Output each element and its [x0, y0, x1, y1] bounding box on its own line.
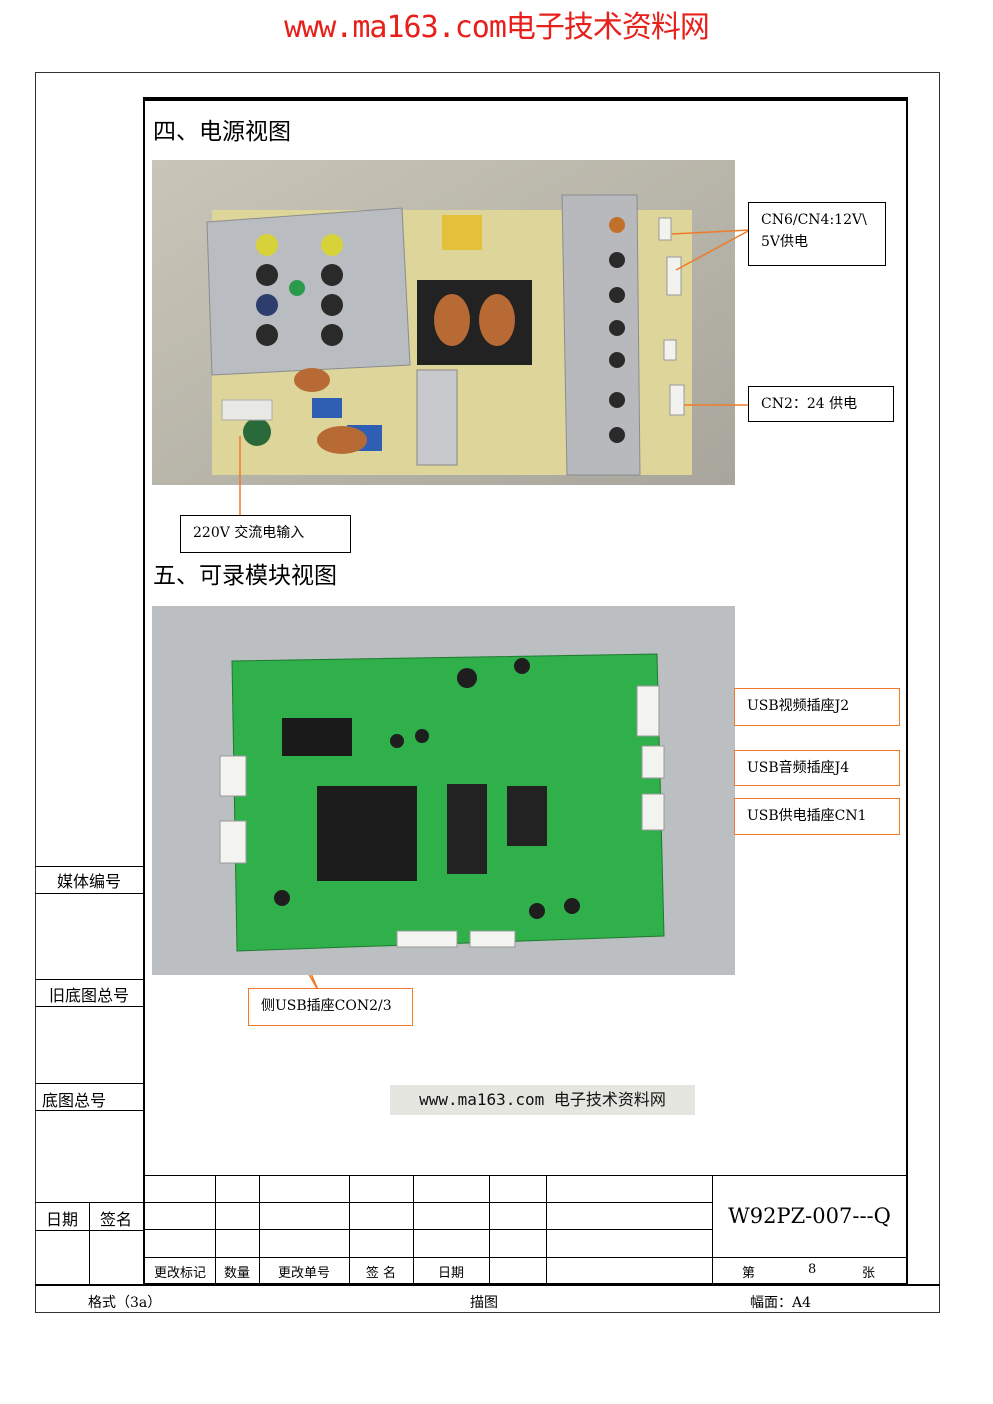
table-line — [712, 1175, 713, 1284]
document-number: W92PZ-007---Q — [728, 1204, 891, 1228]
sheet-number: 8 — [808, 1262, 817, 1277]
power-board-photo — [152, 160, 735, 485]
callout-cn2: CN2：24 供电 — [748, 386, 894, 422]
table-line — [413, 1175, 414, 1284]
divider — [35, 893, 143, 894]
divider — [35, 979, 143, 980]
table-line — [215, 1175, 216, 1284]
table-line — [489, 1175, 490, 1284]
divider — [35, 1006, 143, 1007]
table-line — [145, 1202, 712, 1203]
col-label-change-mark: 更改标记 — [153, 1266, 206, 1281]
outer-frame — [35, 72, 940, 1313]
section-4-title: 四、电源视图 — [153, 119, 291, 145]
divider — [35, 1083, 143, 1084]
sheet-suffix: 张 — [862, 1266, 876, 1281]
recorder-module-photo — [152, 606, 735, 975]
footer-size: 幅面：A4 — [750, 1295, 812, 1311]
col-label-change-no: 更改单号 — [277, 1266, 330, 1281]
divider — [35, 1230, 143, 1231]
callout-side-usb: 侧USB插座CON2/3 — [248, 988, 413, 1026]
table-line — [349, 1175, 350, 1284]
base-no-label: 底图总号 — [42, 1091, 107, 1110]
callout-ac-input: 220V 交流电输入 — [180, 515, 351, 553]
sheet-prefix: 第 — [742, 1266, 756, 1281]
callout-usb-power: USB供电插座CN1 — [734, 798, 900, 835]
table-line — [259, 1175, 260, 1284]
divider — [89, 1202, 90, 1284]
callout-usb-video: USB视频插座J2 — [734, 688, 900, 726]
callout-usb-audio: USB音频插座J4 — [734, 750, 900, 786]
table-line — [145, 1175, 907, 1176]
footer-format: 格式（3a） — [88, 1295, 162, 1311]
old-base-no-label: 旧底图总号 — [48, 986, 129, 1005]
site-header: www.ma163.com电子技术资料网 — [284, 10, 710, 45]
footer-type: 描图 — [470, 1295, 498, 1311]
date-label: 日期 — [45, 1210, 78, 1229]
watermark: www.ma163.com 电子技术资料网 — [390, 1085, 695, 1115]
media-no-label: 媒体编号 — [56, 872, 121, 891]
callout-cn6-cn4: CN6/CN4:12V\ 5V供电 — [748, 202, 886, 266]
col-label-quantity: 数量 — [223, 1266, 250, 1281]
section-5-title: 五、可录模块视图 — [153, 563, 337, 589]
col-label-date: 日期 — [437, 1266, 464, 1281]
divider — [35, 1110, 143, 1111]
col-label-signature: 签 名 — [365, 1266, 397, 1281]
table-line — [546, 1175, 547, 1284]
sign-label: 签名 — [99, 1210, 132, 1229]
table-line — [145, 1257, 907, 1258]
divider — [35, 866, 143, 867]
table-line — [145, 1229, 712, 1230]
footer-divider — [35, 1284, 940, 1286]
